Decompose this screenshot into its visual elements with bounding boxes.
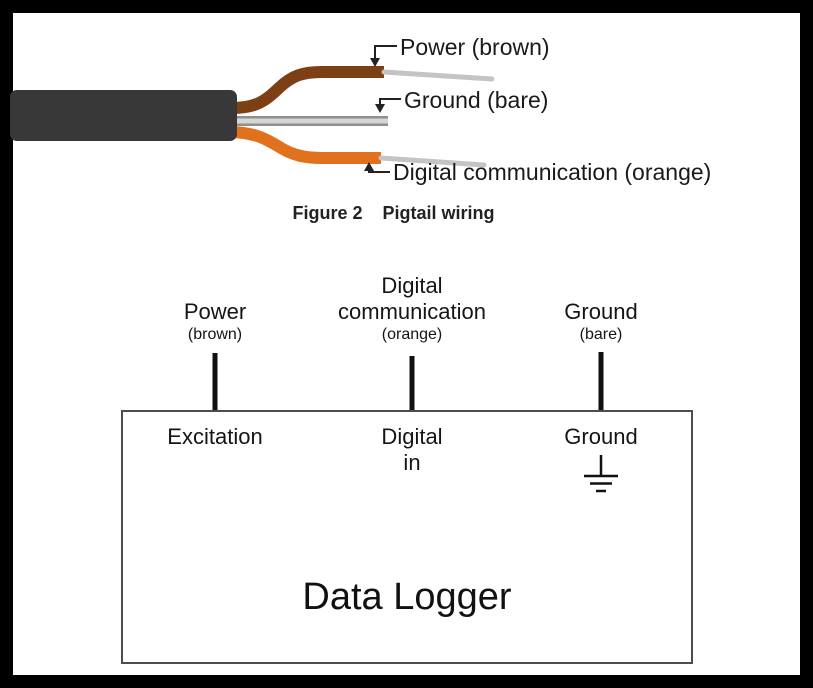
digital-pointer-arrowhead xyxy=(364,162,374,171)
wire-label-digital-name-line1: Digital xyxy=(381,273,443,298)
terminal-digital-in-line2: in xyxy=(403,449,421,475)
figure-caption: Figure 2 Pigtail wiring xyxy=(0,203,787,224)
data-logger-box xyxy=(121,410,693,664)
wire-label-digital-color: (orange) xyxy=(381,325,443,343)
terminal-excitation-label: Excitation xyxy=(167,424,263,449)
device-label: Data Logger xyxy=(302,576,512,618)
wire-label-ground: Ground (bare) xyxy=(564,299,637,345)
cable-jacket xyxy=(10,90,237,141)
wire-label-digital-name-line2: communication xyxy=(338,298,486,324)
ground-pointer-line xyxy=(379,98,401,105)
power-pointer-arrowhead xyxy=(370,58,380,67)
terminal-excitation: Excitation xyxy=(167,424,262,450)
ground-pointer-arrowhead xyxy=(375,104,385,113)
terminal-digital-in-line1: Digital xyxy=(381,424,443,449)
wire-label-power: Power (brown) xyxy=(184,299,246,345)
figure-caption-title: Pigtail wiring xyxy=(382,203,495,223)
wire-label-digital: Digital communication (orange) xyxy=(338,273,486,345)
wire-label-power-color: (brown) xyxy=(187,325,243,343)
earth-ground-symbol xyxy=(584,455,618,493)
digital-wire xyxy=(230,126,381,164)
terminal-ground-label: Ground xyxy=(564,424,638,449)
pigtail-power-label: Power (brown) xyxy=(400,34,550,60)
pigtail-digital-label: Digital communication (orange) xyxy=(393,159,712,185)
figure-caption-number: Figure 2 xyxy=(292,203,363,223)
wire-label-power-name: Power xyxy=(183,299,247,324)
terminal-digital-in: Digital in xyxy=(381,424,442,476)
pigtail-ground-label: Ground (bare) xyxy=(404,87,549,113)
power-wire xyxy=(230,66,384,114)
digital-wire-bare-tip xyxy=(378,155,487,168)
terminal-ground: Ground xyxy=(564,424,637,450)
power-wire-bare-tip xyxy=(381,69,495,82)
wire-label-ground-name: Ground xyxy=(564,299,638,324)
wire-label-ground-color: (bare) xyxy=(579,325,623,343)
power-pointer-line xyxy=(374,45,397,59)
